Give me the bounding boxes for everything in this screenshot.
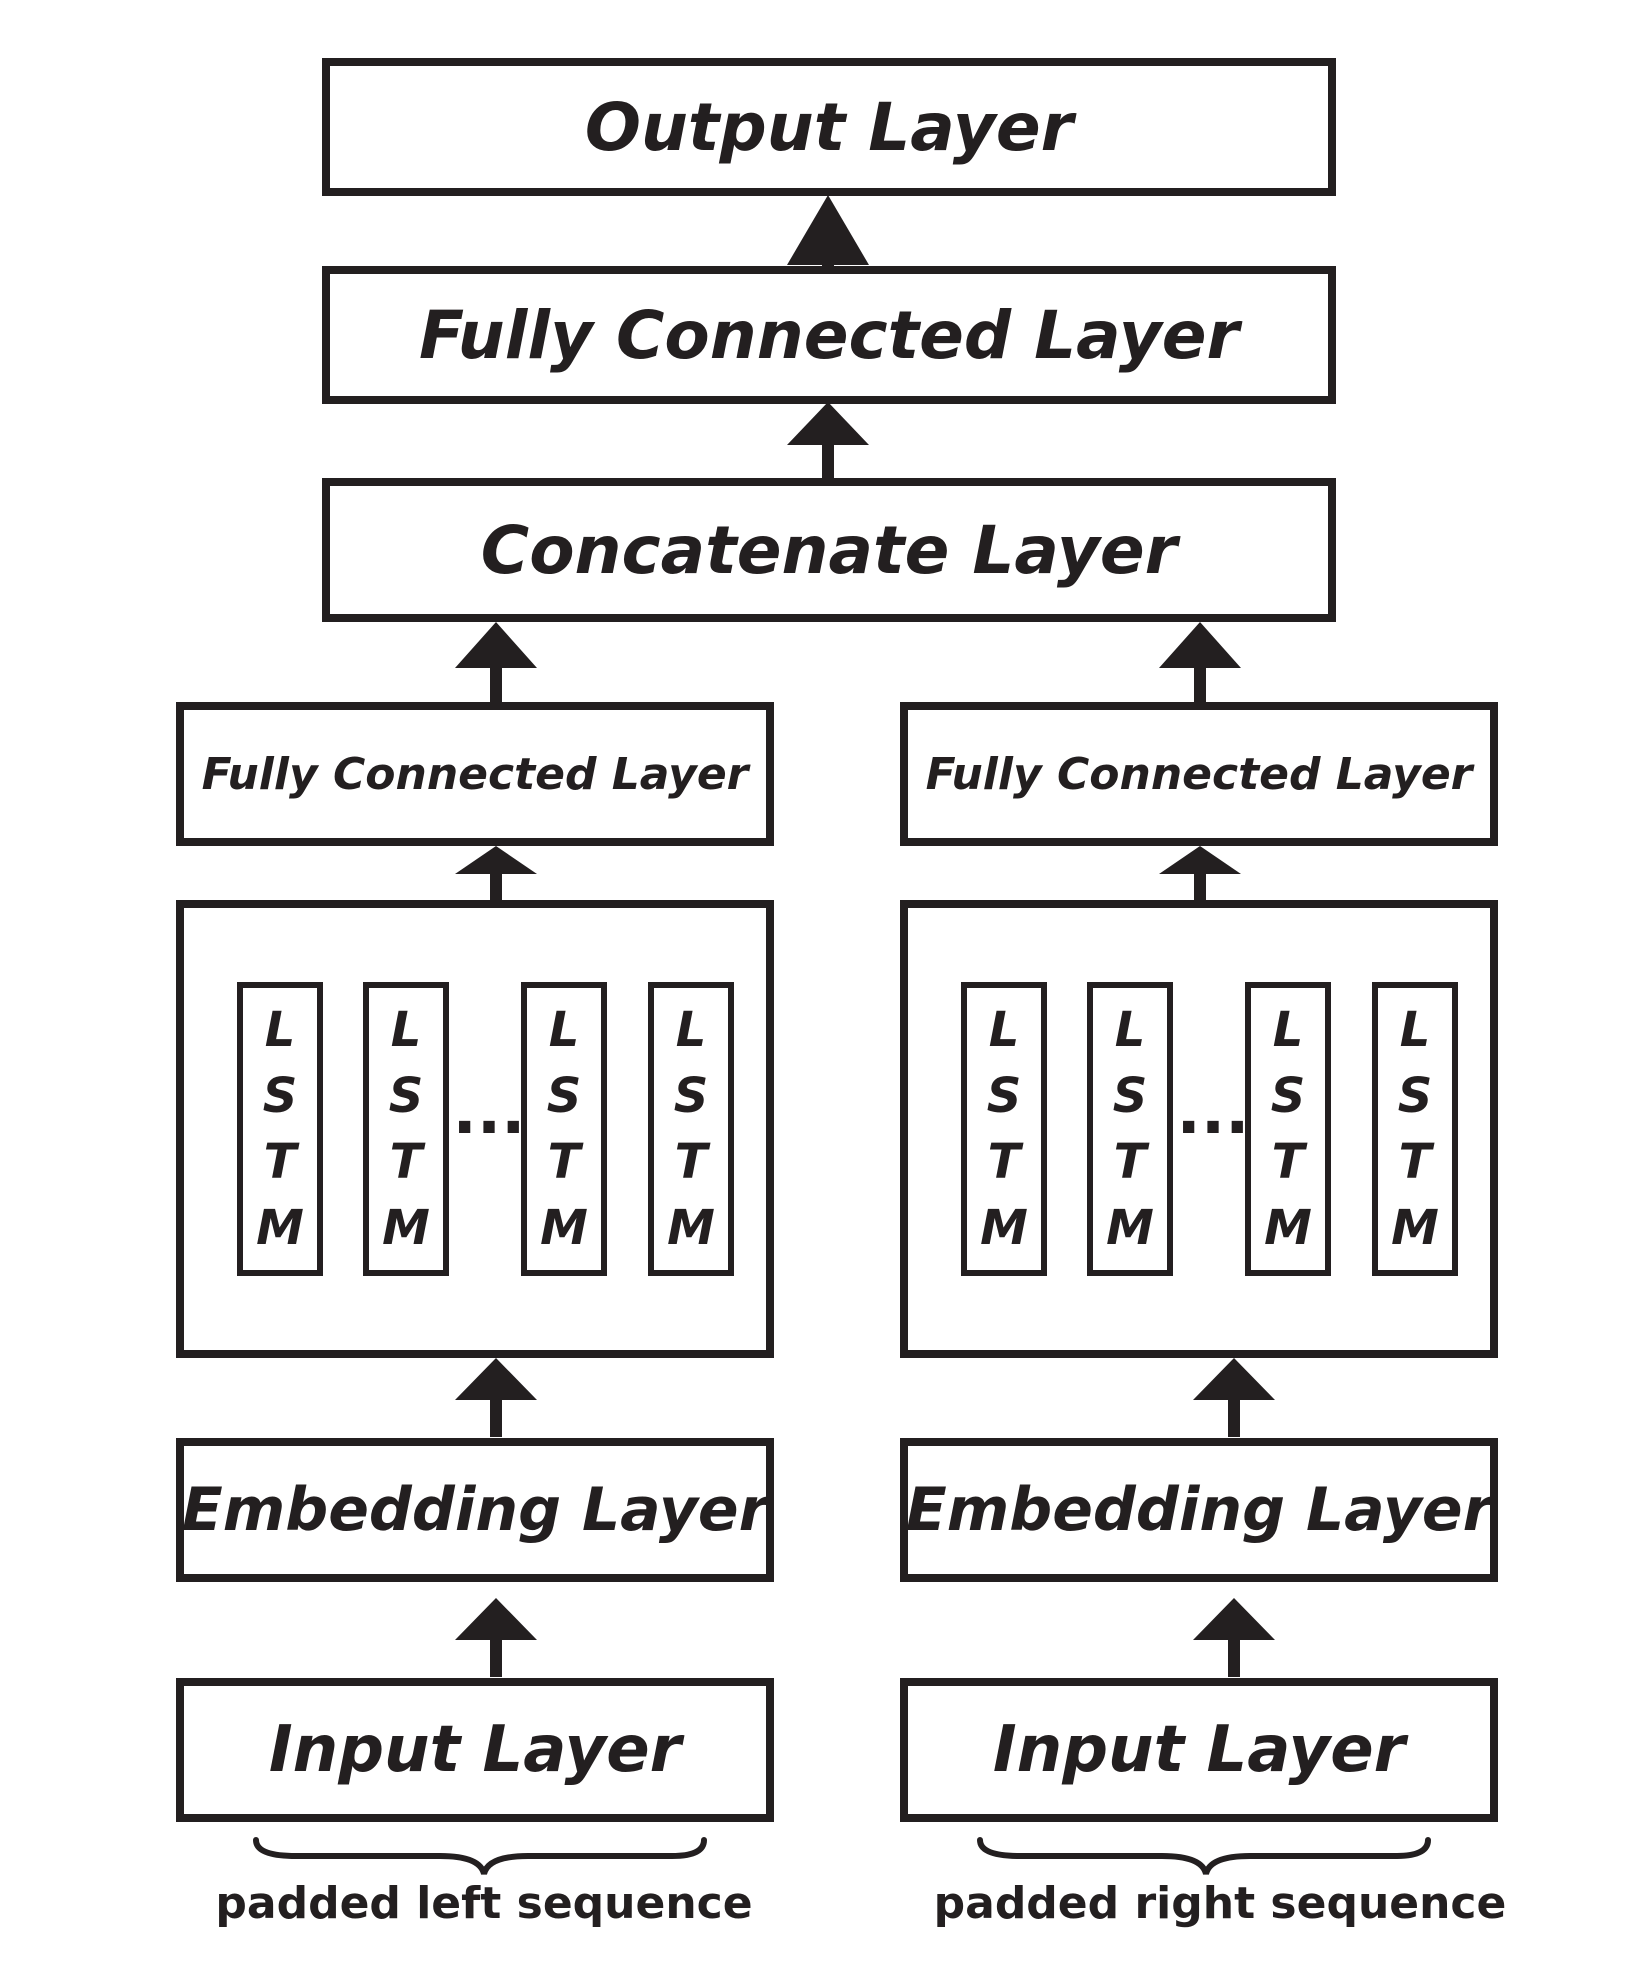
left-fully-connected-box: Fully Connected Layer — [176, 702, 774, 846]
lstm-letter: L — [1272, 1002, 1304, 1058]
right-lstm-cell-3: L S T M — [1245, 982, 1331, 1276]
arrow-concat-to-fc — [787, 402, 869, 445]
left-embedding-layer-label: Embedding Layer — [181, 1475, 769, 1545]
lstm-letter: L — [1114, 1002, 1146, 1058]
lstm-letter: S — [1397, 1068, 1433, 1124]
right-fully-connected-box: Fully Connected Layer — [900, 702, 1498, 846]
lstm-letter: S — [546, 1068, 582, 1124]
lstm-letter: M — [382, 1200, 430, 1256]
lstm-letter: S — [262, 1068, 298, 1124]
arrow-left-lstm-to-fc-shaft — [490, 871, 502, 901]
arrow-right-lstm-to-fc — [1159, 846, 1241, 874]
right-embedding-layer-box: Embedding Layer — [900, 1438, 1498, 1582]
arrow-fc-to-output-shaft — [822, 262, 834, 266]
right-lstm-cell-1: L S T M — [961, 982, 1047, 1276]
lstm-letter: M — [667, 1200, 715, 1256]
arrow-left-lstm-to-fc — [455, 846, 537, 874]
brace-right — [977, 1837, 1431, 1876]
right-sequence-caption: padded right sequence — [933, 1878, 1507, 1929]
left-input-layer-label: Input Layer — [268, 1713, 682, 1787]
lstm-letter: T — [987, 1134, 1021, 1190]
arrow-left-fc-to-concat-shaft — [490, 665, 502, 705]
concatenate-layer-box: Concatenate Layer — [322, 478, 1336, 622]
arrow-fc-to-output — [787, 195, 869, 265]
lstm-letter: T — [263, 1134, 297, 1190]
left-sequence-caption: padded left sequence — [215, 1878, 753, 1929]
left-embedding-layer-box: Embedding Layer — [176, 1438, 774, 1582]
left-lstm-cell-4: L S T M — [648, 982, 734, 1276]
output-layer-box: Output Layer — [322, 58, 1336, 196]
lstm-letter: M — [1391, 1200, 1439, 1256]
left-lstm-cell-2: L S T M — [363, 982, 449, 1276]
arrow-right-emb-to-lstm-shaft — [1228, 1397, 1240, 1437]
right-lstm-cell-2: L S T M — [1087, 982, 1173, 1276]
fully-connected-top-box: Fully Connected Layer — [322, 266, 1336, 404]
right-fully-connected-label: Fully Connected Layer — [925, 748, 1473, 800]
lstm-letter: S — [1112, 1068, 1148, 1124]
output-layer-label: Output Layer — [584, 88, 1074, 166]
lstm-letter: S — [1270, 1068, 1306, 1124]
lstm-letter: L — [548, 1002, 580, 1058]
arrow-left-emb-to-lstm-shaft — [490, 1397, 502, 1437]
right-embedding-layer-label: Embedding Layer — [905, 1475, 1493, 1545]
arrow-right-lstm-to-fc-shaft — [1194, 871, 1206, 901]
lstm-letter: M — [256, 1200, 304, 1256]
lstm-letter: S — [986, 1068, 1022, 1124]
arrow-right-emb-to-lstm — [1193, 1358, 1275, 1400]
lstm-letter: L — [390, 1002, 422, 1058]
lstm-letter: S — [388, 1068, 424, 1124]
left-fully-connected-label: Fully Connected Layer — [201, 748, 749, 800]
lstm-letter: M — [540, 1200, 588, 1256]
lstm-letter: L — [1399, 1002, 1431, 1058]
lstm-letter: L — [988, 1002, 1020, 1058]
arrow-concat-to-fc-shaft — [822, 442, 834, 478]
left-lstm-cell-3: L S T M — [521, 982, 607, 1276]
right-lstm-cell-4: L S T M — [1372, 982, 1458, 1276]
arrow-left-fc-to-concat — [455, 622, 537, 668]
arrow-right-input-to-emb-shaft — [1228, 1637, 1240, 1677]
lstm-letter: T — [1113, 1134, 1147, 1190]
right-input-layer-box: Input Layer — [900, 1678, 1498, 1822]
fully-connected-top-label: Fully Connected Layer — [418, 296, 1240, 374]
arrow-right-fc-to-concat — [1159, 622, 1241, 668]
lstm-letter: M — [1264, 1200, 1312, 1256]
lstm-letter: M — [980, 1200, 1028, 1256]
arrow-left-input-to-emb-shaft — [490, 1637, 502, 1677]
left-lstm-cell-1: L S T M — [237, 982, 323, 1276]
right-lstm-ellipsis: ... — [1176, 1075, 1250, 1149]
lstm-letter: T — [389, 1134, 423, 1190]
left-input-layer-box: Input Layer — [176, 1678, 774, 1822]
arrow-left-emb-to-lstm — [455, 1358, 537, 1400]
right-input-layer-label: Input Layer — [992, 1713, 1406, 1787]
lstm-letter: S — [673, 1068, 709, 1124]
lstm-letter: T — [674, 1134, 708, 1190]
brace-left — [253, 1837, 707, 1876]
left-lstm-ellipsis: ... — [452, 1075, 526, 1149]
arrow-right-fc-to-concat-shaft — [1194, 665, 1206, 705]
lstm-letter: T — [1398, 1134, 1432, 1190]
lstm-letter: L — [264, 1002, 296, 1058]
lstm-letter: M — [1106, 1200, 1154, 1256]
lstm-letter: L — [675, 1002, 707, 1058]
arrow-left-input-to-emb — [455, 1598, 537, 1640]
lstm-letter: T — [547, 1134, 581, 1190]
arrow-right-input-to-emb — [1193, 1598, 1275, 1640]
lstm-letter: T — [1271, 1134, 1305, 1190]
concatenate-layer-label: Concatenate Layer — [480, 511, 1178, 589]
